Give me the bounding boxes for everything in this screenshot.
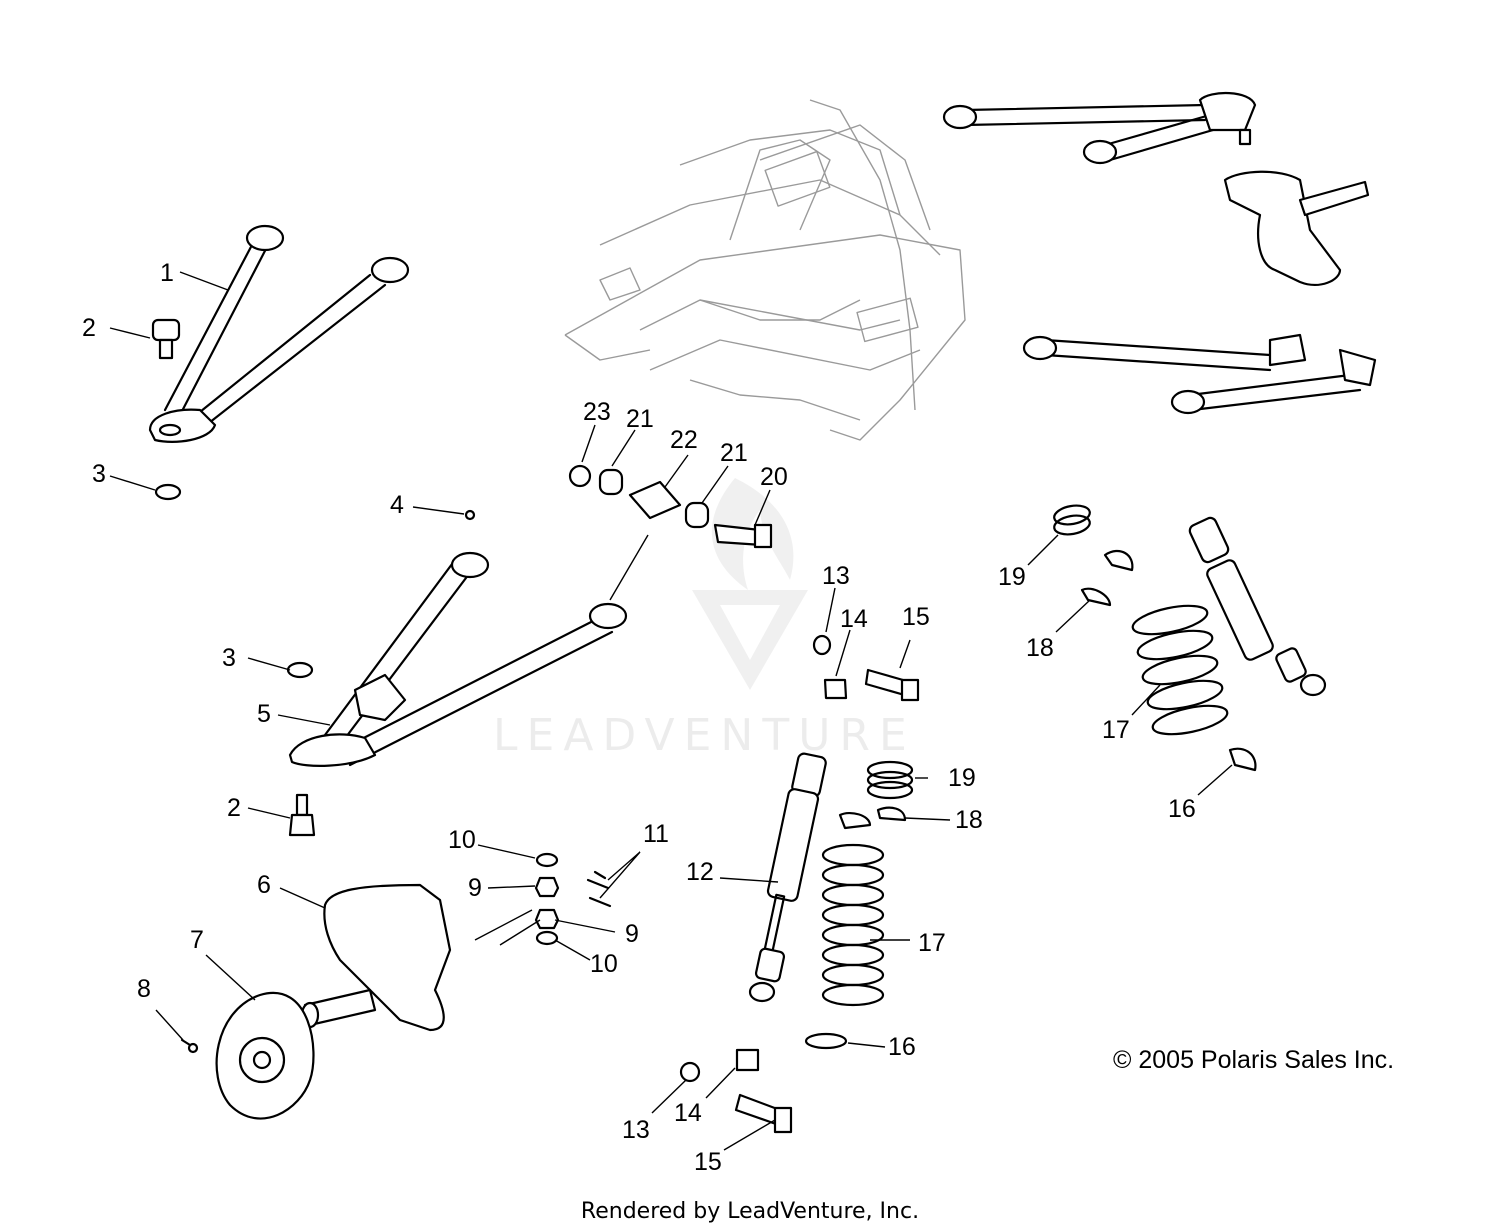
watermark-logo: [692, 478, 808, 690]
assembled-upper-a-arm: [942, 91, 1257, 165]
callout-leaders: [109, 271, 1233, 1151]
callout-19-rear: 19: [998, 563, 1026, 591]
ball-joint-upper: [151, 318, 181, 360]
callout-14-lower: 14: [674, 1099, 702, 1127]
callout-16-front: 16: [888, 1033, 916, 1061]
callout-3-lower: 3: [222, 644, 236, 672]
callout-17-front: 17: [918, 929, 946, 957]
callout-15-upper: 15: [902, 603, 930, 631]
shock-absorber-rear: [1188, 516, 1327, 697]
footer-credit: Rendered by LeadVenture, Inc.: [581, 1199, 919, 1224]
callout-1: 1: [160, 259, 174, 287]
callout-13-upper: 13: [822, 562, 850, 590]
lower-a-arm: [288, 551, 628, 767]
callout-18-front: 18: [955, 806, 983, 834]
callout-21-left: 21: [626, 405, 654, 433]
callout-7: 7: [190, 926, 204, 954]
callout-15-lower: 15: [694, 1148, 722, 1176]
callout-16-rear: 16: [1168, 795, 1196, 823]
ball-joint-lower: [288, 793, 316, 837]
watermark-text: LEADVENTURE: [493, 710, 916, 761]
callout-13-lower: 13: [622, 1116, 650, 1144]
spring-stack-front: [804, 760, 914, 1050]
callout-9-upper: 9: [468, 874, 482, 902]
callout-8: 8: [137, 975, 151, 1003]
bolt-alignment-line: [609, 534, 649, 601]
callout-20: 20: [760, 463, 788, 491]
callout-18-rear: 18: [1026, 634, 1054, 662]
callout-6: 6: [257, 871, 271, 899]
callout-3-upper: 3: [92, 460, 106, 488]
callout-2-upper: 2: [82, 314, 96, 342]
callout-14-upper: 14: [840, 605, 868, 633]
callout-17-rear: 17: [1102, 716, 1130, 744]
callout-21-right: 21: [720, 439, 748, 467]
callout-10-lower: 10: [590, 950, 618, 978]
screw: [180, 1038, 199, 1054]
snap-ring-lower: [286, 661, 314, 679]
callout-4: 4: [390, 491, 404, 519]
callout-23: 23: [583, 398, 611, 426]
callout-22: 22: [670, 426, 698, 454]
shock-mount-hardware-lower: [679, 1048, 793, 1134]
callout-5: 5: [257, 700, 271, 728]
callout-10-upper: 10: [448, 826, 476, 854]
callout-19-front: 19: [948, 764, 976, 792]
shock-absorber-front: [748, 752, 827, 1003]
upper-a-arm: [148, 224, 410, 443]
snap-ring-upper: [154, 483, 182, 501]
callout-12: 12: [686, 858, 714, 886]
spring-stack-rear: [1053, 504, 1257, 772]
shock-mount-hardware-upper: [812, 634, 920, 702]
callout-9-lower: 9: [625, 920, 639, 948]
nuts-washers: [534, 852, 612, 946]
assembled-knuckle: [1223, 170, 1370, 287]
callout-11: 11: [643, 820, 669, 848]
brake-disc: [215, 991, 315, 1120]
copyright-notice: © 2005 Polaris Sales Inc.: [1113, 1046, 1394, 1074]
assembled-lower-a-arm: [1022, 333, 1377, 415]
spindle-knuckle: [300, 883, 452, 1032]
grease-fitting: [464, 509, 476, 521]
vehicle-frame: [564, 99, 966, 441]
callout-2-lower: 2: [227, 794, 241, 822]
pivot-hardware: [568, 464, 773, 549]
